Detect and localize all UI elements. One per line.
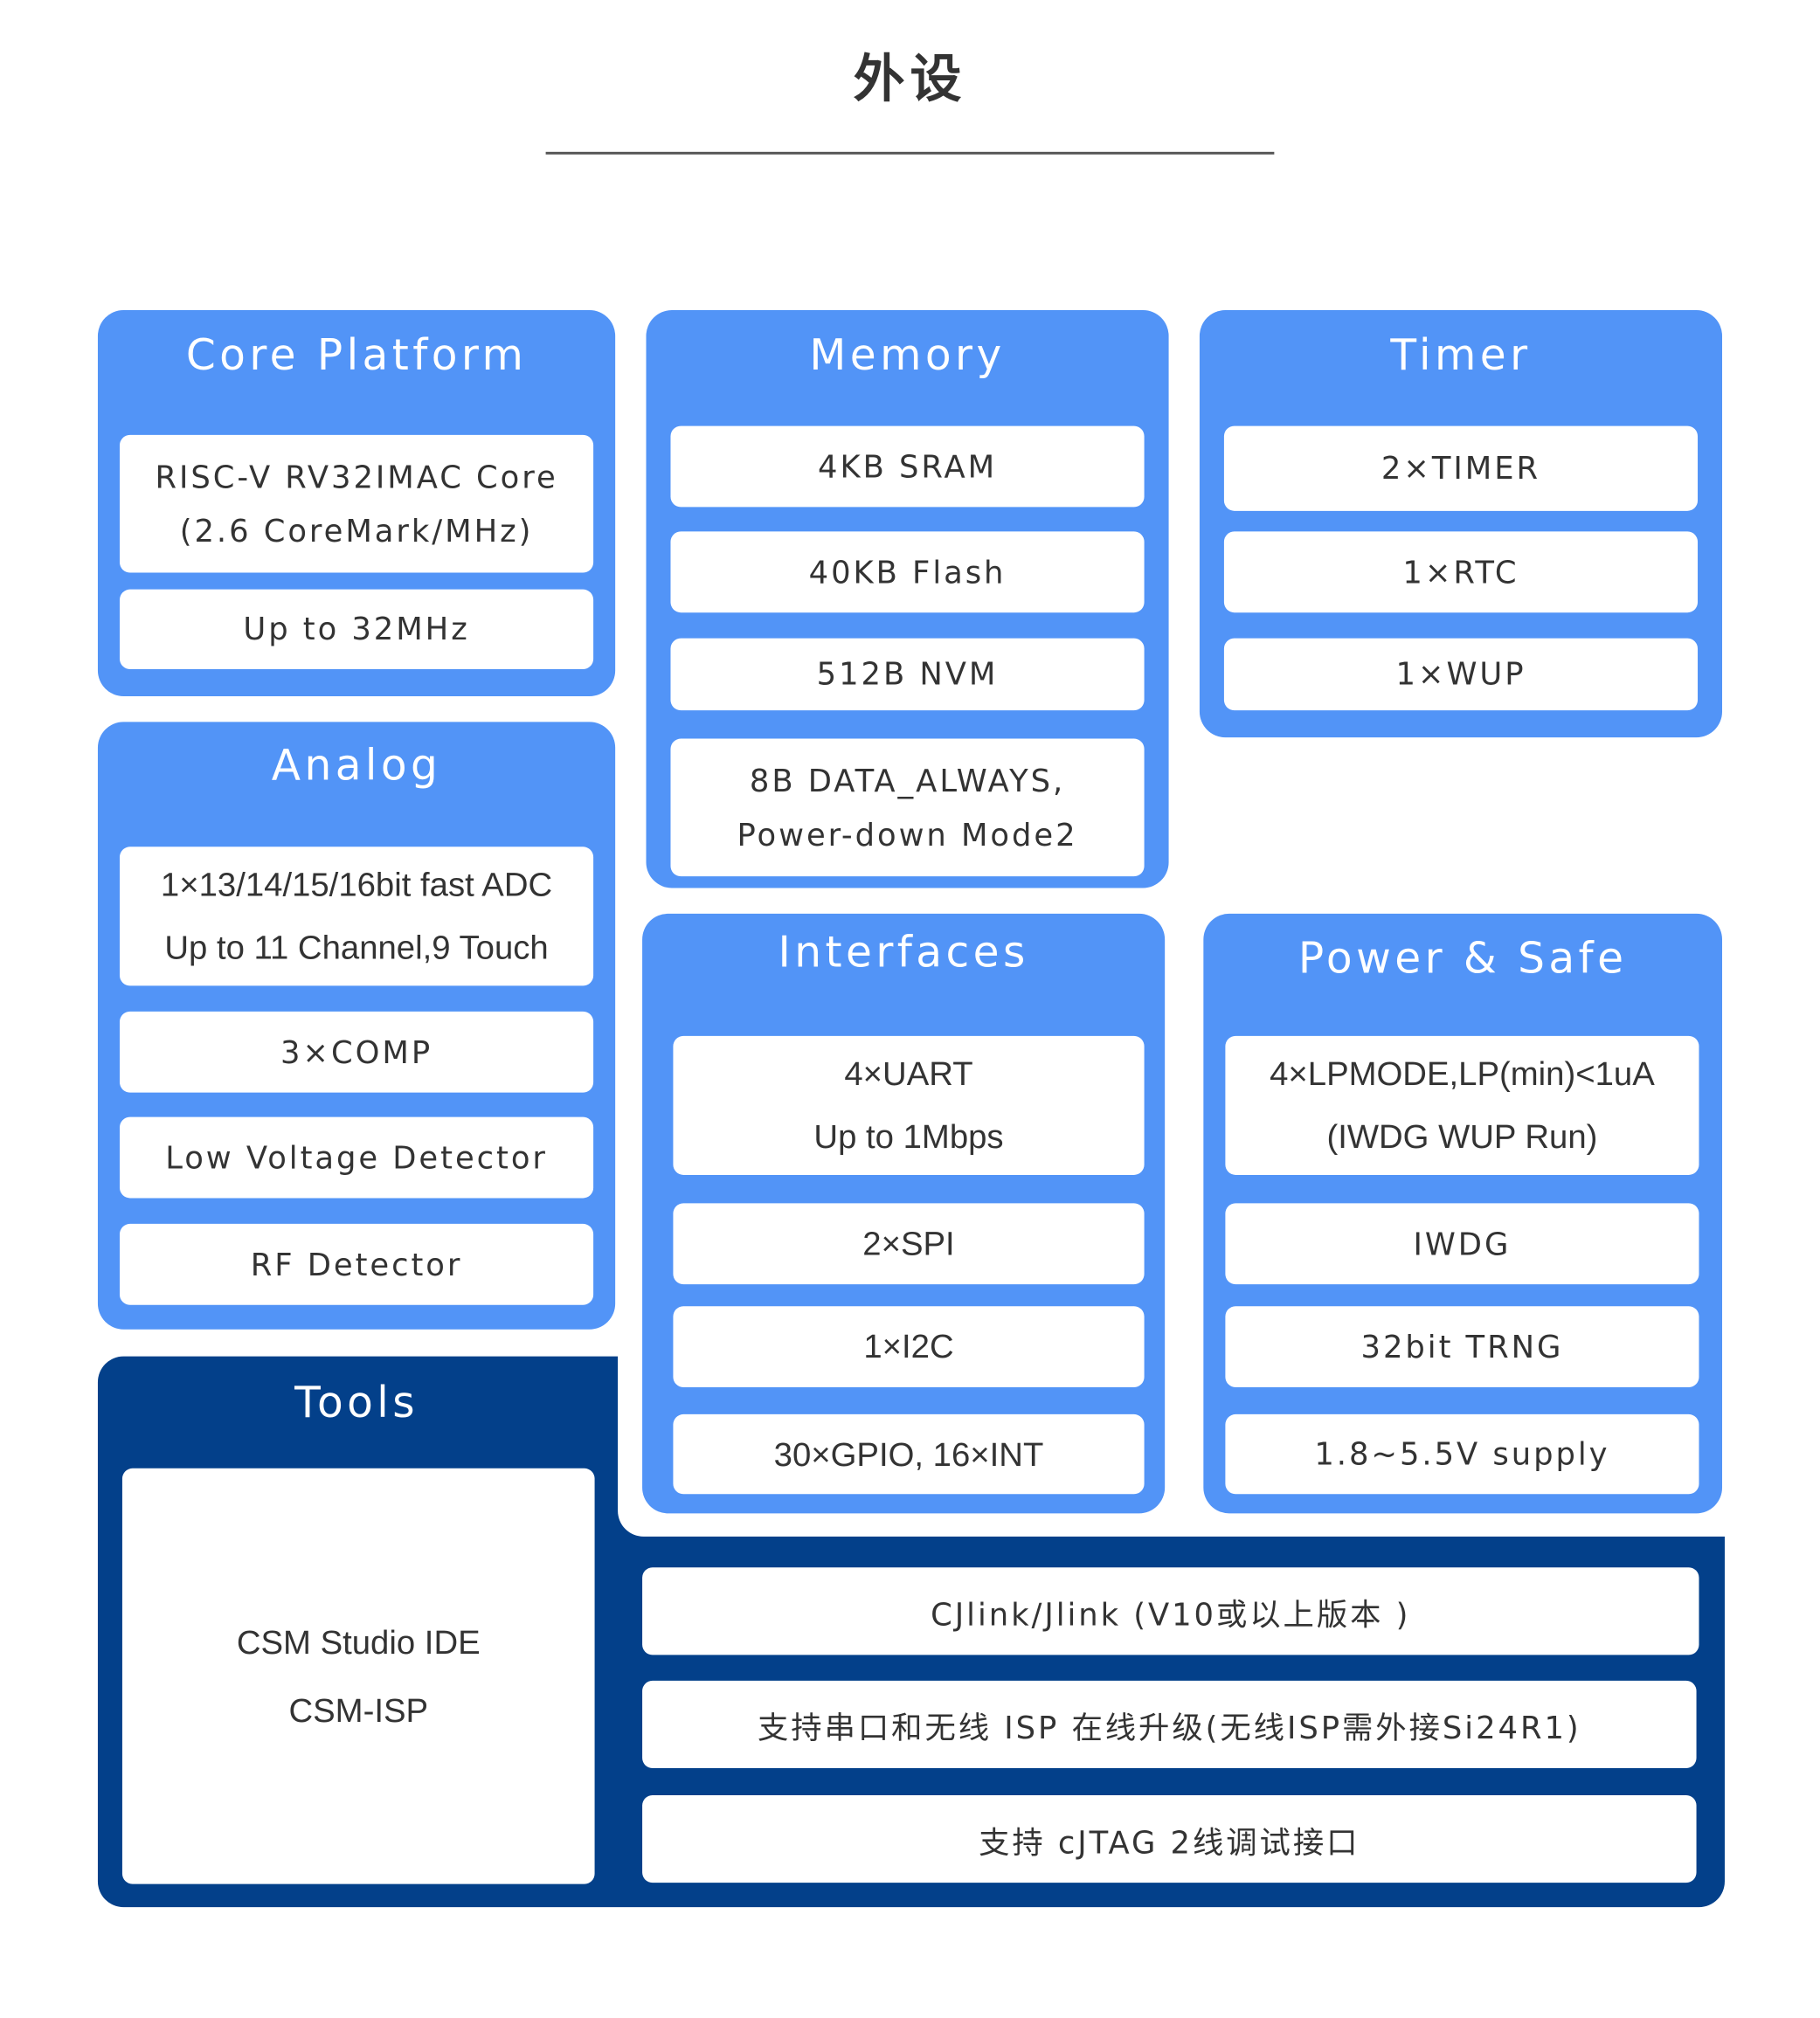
tools-item-cjtag: 支持 cJTAG 2线调试接口: [642, 1794, 1697, 1883]
timer-item-rtc-line1: 1×RTC: [1402, 554, 1519, 591]
interfaces-item-uart-line2: Up to 1Mbps: [813, 1116, 1004, 1156]
interfaces-item-uart: 4×UART Up to 1Mbps: [673, 1035, 1145, 1175]
analog-item-adc-line2: Up to 11 Channel,9 Touch: [164, 928, 549, 967]
tools-item-cjlink: CJlink/Jlink (V10或以上版本 ): [642, 1567, 1699, 1655]
tools-item-ide-line1: CSM Studio IDE: [236, 1621, 481, 1662]
analog-item-adc-line1: 1×13/14/15/16bit fast ADC: [160, 864, 553, 904]
interfaces-item-uart-line1: 4×UART: [844, 1054, 973, 1093]
analog-panel: Analog 1×13/14/15/16bit fast ADC Up to 1…: [97, 722, 616, 1330]
analog-item-adc: 1×13/14/15/16bit fast ADC Up to 11 Chann…: [119, 847, 594, 986]
interfaces-panel: Interfaces 4×UART Up to 1Mbps 2×SPI 1×I2…: [642, 913, 1166, 1514]
interfaces-item-i2c: 1×I2C: [673, 1306, 1145, 1388]
power-item-lpmode-line1: 4×LPMODE,LP(min)<1uA: [1270, 1054, 1655, 1093]
power-item-trng: 32bit TRNG: [1225, 1306, 1699, 1388]
core-item-cpu-line1: RISC-V RV32IMAC Core: [155, 459, 558, 495]
power-item-lpmode-line2: (IWDG WUP Run): [1326, 1116, 1598, 1156]
tools-item-isp: 支持串口和无线 ISP 在线升级(无线ISP需外接Si24R1): [642, 1680, 1697, 1769]
memory-item-sram-line1: 4KB SRAM: [818, 448, 998, 485]
analog-item-comp-line1: 3×COMP: [280, 1033, 433, 1070]
timer-item-wup-line1: 1×WUP: [1395, 656, 1526, 693]
analog-item-rf-detector: RF Detector: [119, 1223, 594, 1305]
interfaces-item-gpio-line1: 30×GPIO, 16×INT: [773, 1434, 1044, 1473]
power-item-iwdg: IWDG: [1225, 1203, 1699, 1285]
analog-item-lvd-line1: Low Voltage Detector: [165, 1139, 548, 1176]
memory-item-nvm: 512B NVM: [670, 638, 1145, 711]
timer-item-timer: 2×TIMER: [1223, 425, 1699, 511]
core-item-frequency: Up to 32MHz: [119, 589, 594, 670]
memory-item-data-always: 8B DATA_ALWAYS, Power-down Mode2: [670, 738, 1145, 877]
interfaces-heading: Interfaces: [778, 926, 1029, 978]
timer-item-timer-line1: 2×TIMER: [1381, 450, 1541, 487]
memory-panel: Memory 4KB SRAM 40KB Flash 512B NVM 8B D…: [646, 310, 1169, 888]
memory-item-data-always-line1: 8B DATA_ALWAYS,: [749, 762, 1066, 799]
analog-heading: Analog: [271, 740, 442, 791]
timer-heading: Timer: [1390, 329, 1532, 380]
analog-item-rf-detector-line1: RF Detector: [250, 1246, 463, 1282]
core-item-cpu: RISC-V RV32IMAC Core (2.6 CoreMark/MHz): [119, 434, 594, 573]
memory-item-flash: 40KB Flash: [670, 531, 1145, 613]
memory-heading: Memory: [809, 329, 1006, 380]
analog-item-lvd: Low Voltage Detector: [119, 1116, 594, 1199]
power-item-trng-line1: 32bit TRNG: [1360, 1328, 1564, 1365]
core-platform-panel: Core Platform RISC-V RV32IMAC Core (2.6 …: [97, 310, 616, 696]
interfaces-item-spi: 2×SPI: [673, 1203, 1145, 1285]
memory-item-sram: 4KB SRAM: [670, 425, 1145, 508]
power-item-lpmode: 4×LPMODE,LP(min)<1uA (IWDG WUP Run): [1225, 1035, 1699, 1175]
timer-panel: Timer 2×TIMER 1×RTC 1×WUP: [1199, 310, 1723, 738]
interfaces-item-spi-line1: 2×SPI: [862, 1223, 955, 1263]
tools-item-ide-line2: CSM-ISP: [288, 1690, 429, 1730]
core-platform-heading: Core Platform: [185, 329, 528, 380]
interfaces-item-gpio: 30×GPIO, 16×INT: [673, 1413, 1145, 1495]
tools-heading: Tools: [294, 1377, 419, 1427]
memory-item-data-always-line2: Power-down Mode2: [737, 816, 1078, 853]
tools-item-isp-line1: 支持串口和无线 ISP 在线升级(无线ISP需外接Si24R1): [757, 1710, 1581, 1746]
tools-item-cjtag-line1: 支持 cJTAG 2线调试接口: [979, 1824, 1360, 1861]
core-item-frequency-line1: Up to 32MHz: [243, 611, 470, 647]
title-divider: [545, 151, 1275, 155]
tools-item-cjlink-line1: CJlink/Jlink (V10或以上版本 ): [931, 1596, 1411, 1633]
core-item-cpu-line2: (2.6 CoreMark/MHz): [179, 513, 534, 549]
tools-item-ide: CSM Studio IDE CSM-ISP: [121, 1468, 595, 1884]
timer-item-wup: 1×WUP: [1223, 638, 1699, 711]
power-item-iwdg-line1: IWDG: [1413, 1226, 1512, 1262]
power-safe-panel: Power & Safe 4×LPMODE,LP(min)<1uA (IWDG …: [1203, 913, 1723, 1514]
analog-item-comp: 3×COMP: [119, 1011, 594, 1093]
interfaces-item-i2c-line1: 1×I2C: [863, 1326, 954, 1365]
page-title: 外设: [853, 50, 967, 110]
power-item-supply-line1: 1.8~5.5V supply: [1314, 1435, 1610, 1473]
memory-item-nvm-line1: 512B NVM: [816, 656, 999, 693]
timer-item-rtc: 1×RTC: [1223, 531, 1699, 613]
power-item-supply: 1.8~5.5V supply: [1225, 1413, 1699, 1495]
power-safe-heading: Power & Safe: [1298, 932, 1628, 984]
memory-item-flash-line1: 40KB Flash: [808, 554, 1007, 591]
